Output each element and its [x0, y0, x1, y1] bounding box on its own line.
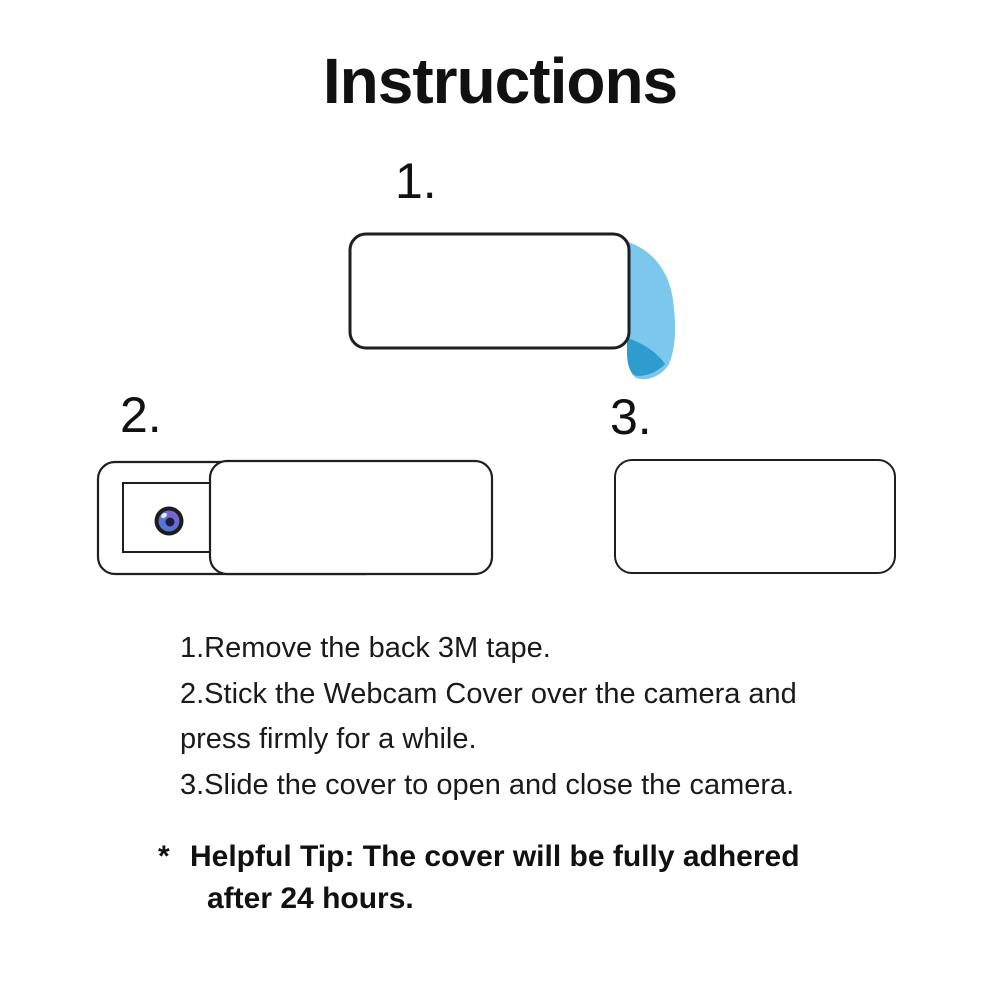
instruction-line-4: 3.Slide the cover to open and close the … — [180, 768, 795, 801]
camera-lens-icon — [154, 506, 184, 536]
cover-closed-body — [614, 459, 896, 574]
instruction-line-2: 2.Stick the Webcam Cover over the camera… — [180, 677, 797, 710]
step-3-illustration — [614, 459, 896, 574]
tip-line-1: Helpful Tip: The cover will be fully adh… — [190, 840, 800, 873]
step-1-number: 1. — [395, 153, 437, 209]
webcam-cover-body — [348, 232, 631, 350]
step-1-illustration — [348, 232, 676, 380]
tip-line-2: after 24 hours. — [207, 882, 414, 915]
page-title: Instructions — [322, 45, 678, 117]
instruction-line-3: press firmly for a while. — [180, 723, 477, 755]
helpful-tip-block: * Helpful Tip: The cover will be fully a… — [158, 836, 800, 920]
step-2-illustration — [96, 459, 494, 576]
step-3-number: 3. — [610, 389, 652, 445]
asterisk-marker: * — [158, 840, 170, 873]
camera-window — [122, 482, 213, 553]
step-2-number: 2. — [120, 387, 162, 443]
tape-peel-underside-icon — [627, 338, 665, 376]
instruction-line-1: 1.Remove the back 3M tape. — [180, 632, 551, 664]
cover-slider — [208, 459, 494, 576]
instruction-text-block: 1.Remove the back 3M tape. 2.Stick the W… — [180, 626, 797, 808]
